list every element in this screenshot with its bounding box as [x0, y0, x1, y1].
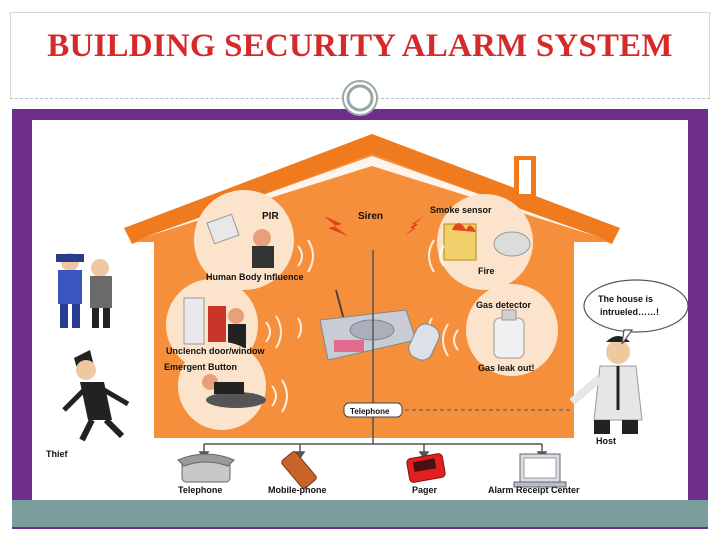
mobile-phone-icon: [281, 451, 317, 489]
gas-detector-circle: [466, 284, 558, 376]
label-output-pager: Pager: [412, 485, 438, 495]
smoke-sensor-circle: [437, 194, 533, 290]
label-fire: Fire: [478, 266, 495, 276]
circle-ornament-icon: [342, 80, 378, 116]
pir-sensor-circle: [194, 190, 294, 290]
label-siren: Siren: [358, 211, 383, 222]
emergent-button-circle: [178, 342, 266, 430]
label-unclench-door-window: Unclench door/window: [166, 346, 265, 356]
bubble-line-2: intrueled……!: [600, 307, 659, 317]
security-diagram: PIR Siren Smoke sensor Human Body Influe…: [32, 120, 688, 500]
label-pir: PIR: [262, 211, 279, 222]
telephone-label-box: [343, 402, 403, 418]
bubble-line-1: The house is: [598, 294, 653, 304]
speech-bubble: [583, 279, 688, 345]
label-output-alarm-receipt-center: Alarm Receipt Center: [488, 485, 580, 495]
computer-icon: [513, 453, 567, 488]
title-frame-right: [709, 12, 710, 98]
label-gas-detector: Gas detector: [476, 300, 532, 310]
thief-figure: [62, 350, 130, 442]
label-output-mobile-phone: Mobile-phone: [268, 485, 327, 495]
alarm-host-device: [319, 289, 417, 361]
label-human-body-influence: Human Body Influence: [206, 272, 304, 282]
output-connector: [198, 436, 548, 460]
label-output-telephone: Telephone: [178, 485, 222, 495]
title-frame-top: [10, 12, 710, 13]
label-smoke-sensor: Smoke sensor: [430, 205, 492, 215]
door-window-circle: [166, 279, 258, 371]
label-telephone-line: Telephone: [350, 407, 390, 416]
remote-control: [408, 323, 440, 361]
telephone-icon: [177, 453, 235, 483]
police-thief-figure: [56, 253, 112, 328]
title-frame-left: [10, 12, 11, 98]
bottom-strip: [12, 500, 708, 527]
label-host: Host: [596, 436, 616, 446]
label-emergent-button: Emergent Button: [164, 362, 237, 372]
label-thief: Thief: [46, 449, 69, 459]
slide-title: BUILDING SECURITY ALARM SYSTEM: [47, 28, 673, 64]
pager-icon: [406, 453, 446, 483]
label-gas-leak-out: Gas leak out!: [478, 363, 535, 373]
siren-bolt-icon: [324, 216, 424, 236]
host-figure: [569, 336, 643, 434]
